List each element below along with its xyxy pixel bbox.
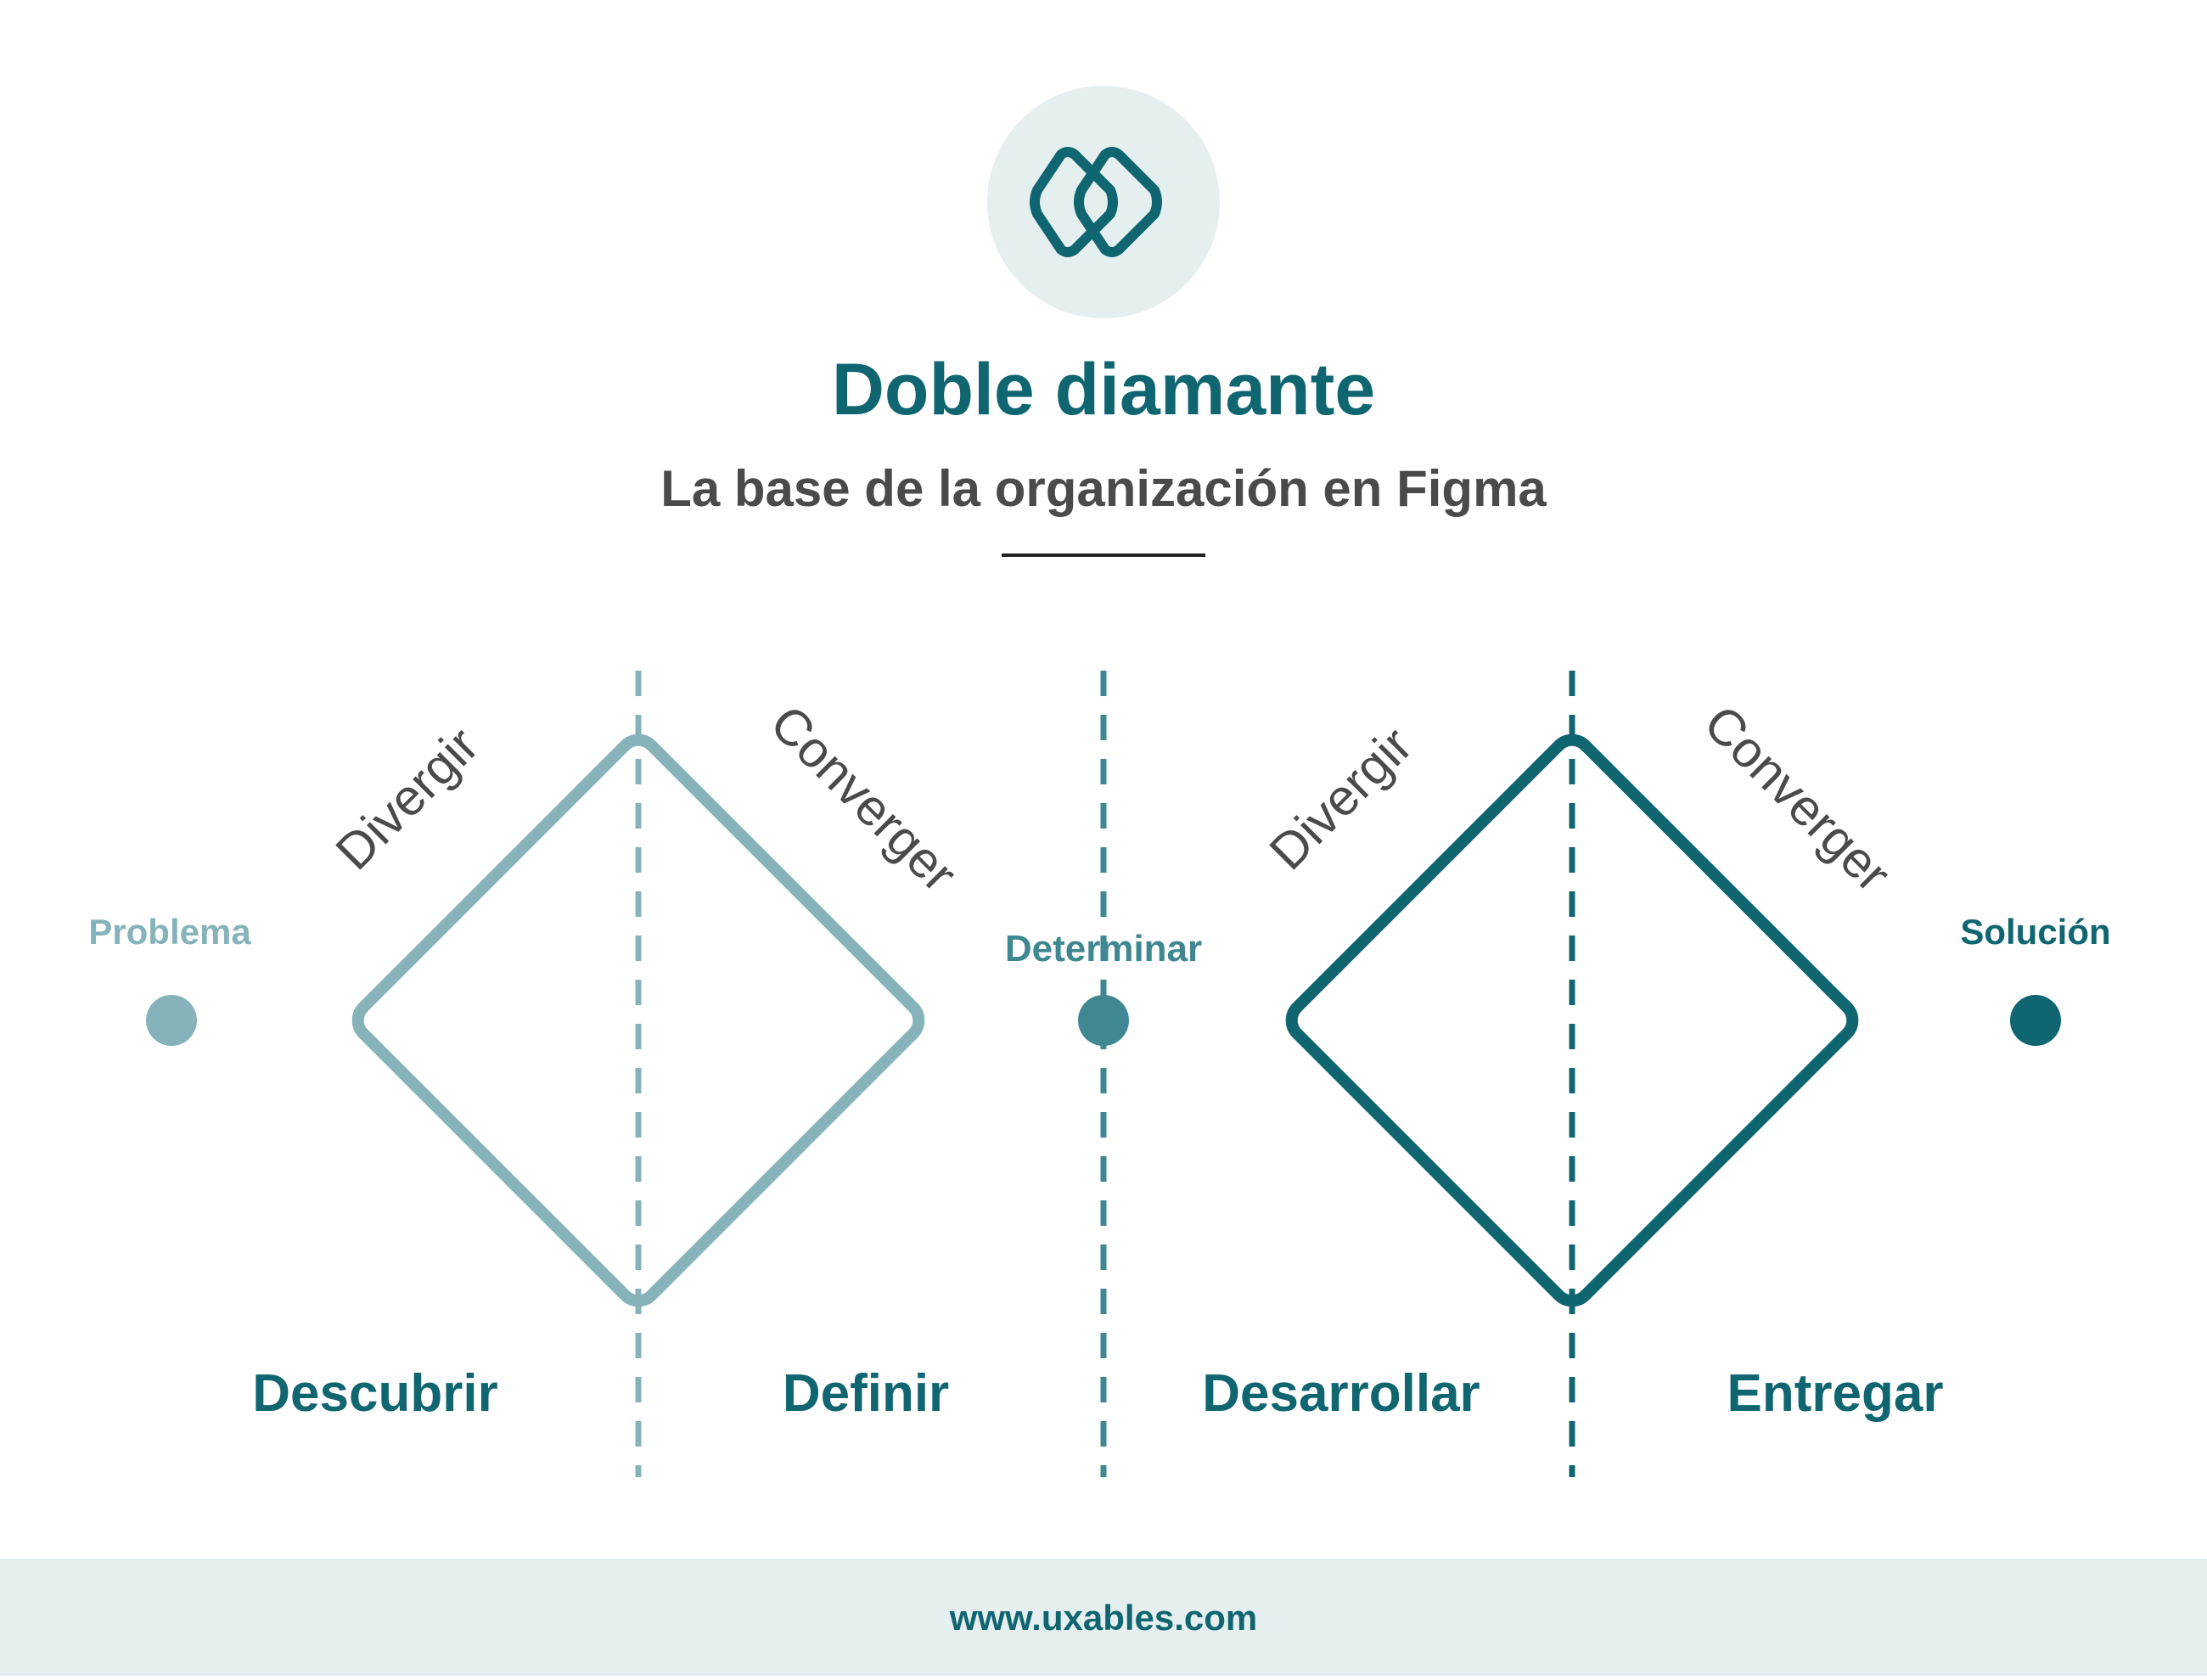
solution-dot	[2010, 995, 2061, 1046]
footer-canvas: www.uxables.com	[949, 1598, 1258, 1638]
phase-label-discover: Descubrir	[252, 1364, 497, 1423]
problem-dot	[146, 995, 197, 1046]
second-diverge-label: Divergir	[1259, 716, 1424, 881]
first-converge-label: Converger	[760, 694, 968, 902]
second-diamond	[1285, 733, 1859, 1307]
phase-label-define: Definir	[783, 1364, 949, 1423]
phase-label-develop: Desarrollar	[1202, 1364, 1480, 1423]
determine-dot	[1078, 995, 1129, 1046]
problem-label: Problema	[88, 912, 251, 952]
first-diamond	[351, 733, 925, 1307]
solution-label: Solución	[1960, 912, 2110, 952]
determine-label: Determinar	[1005, 928, 1202, 969]
logo	[987, 86, 1220, 318]
phase-label-deliver: Entregar	[1727, 1364, 1944, 1423]
page-title: Doble diamante	[832, 349, 1375, 430]
second-converge-label: Converger	[1693, 694, 1901, 902]
logo-circle	[987, 86, 1220, 318]
first-diverge-label: Divergir	[325, 716, 490, 881]
footer-url-link[interactable]: www.uxables.com	[949, 1598, 1258, 1638]
footer-bar: www.uxables.com	[0, 1559, 2207, 1676]
page-subtitle: La base de la organización en Figma	[660, 460, 1547, 517]
double-diamond-logo-icon	[1030, 147, 1162, 257]
